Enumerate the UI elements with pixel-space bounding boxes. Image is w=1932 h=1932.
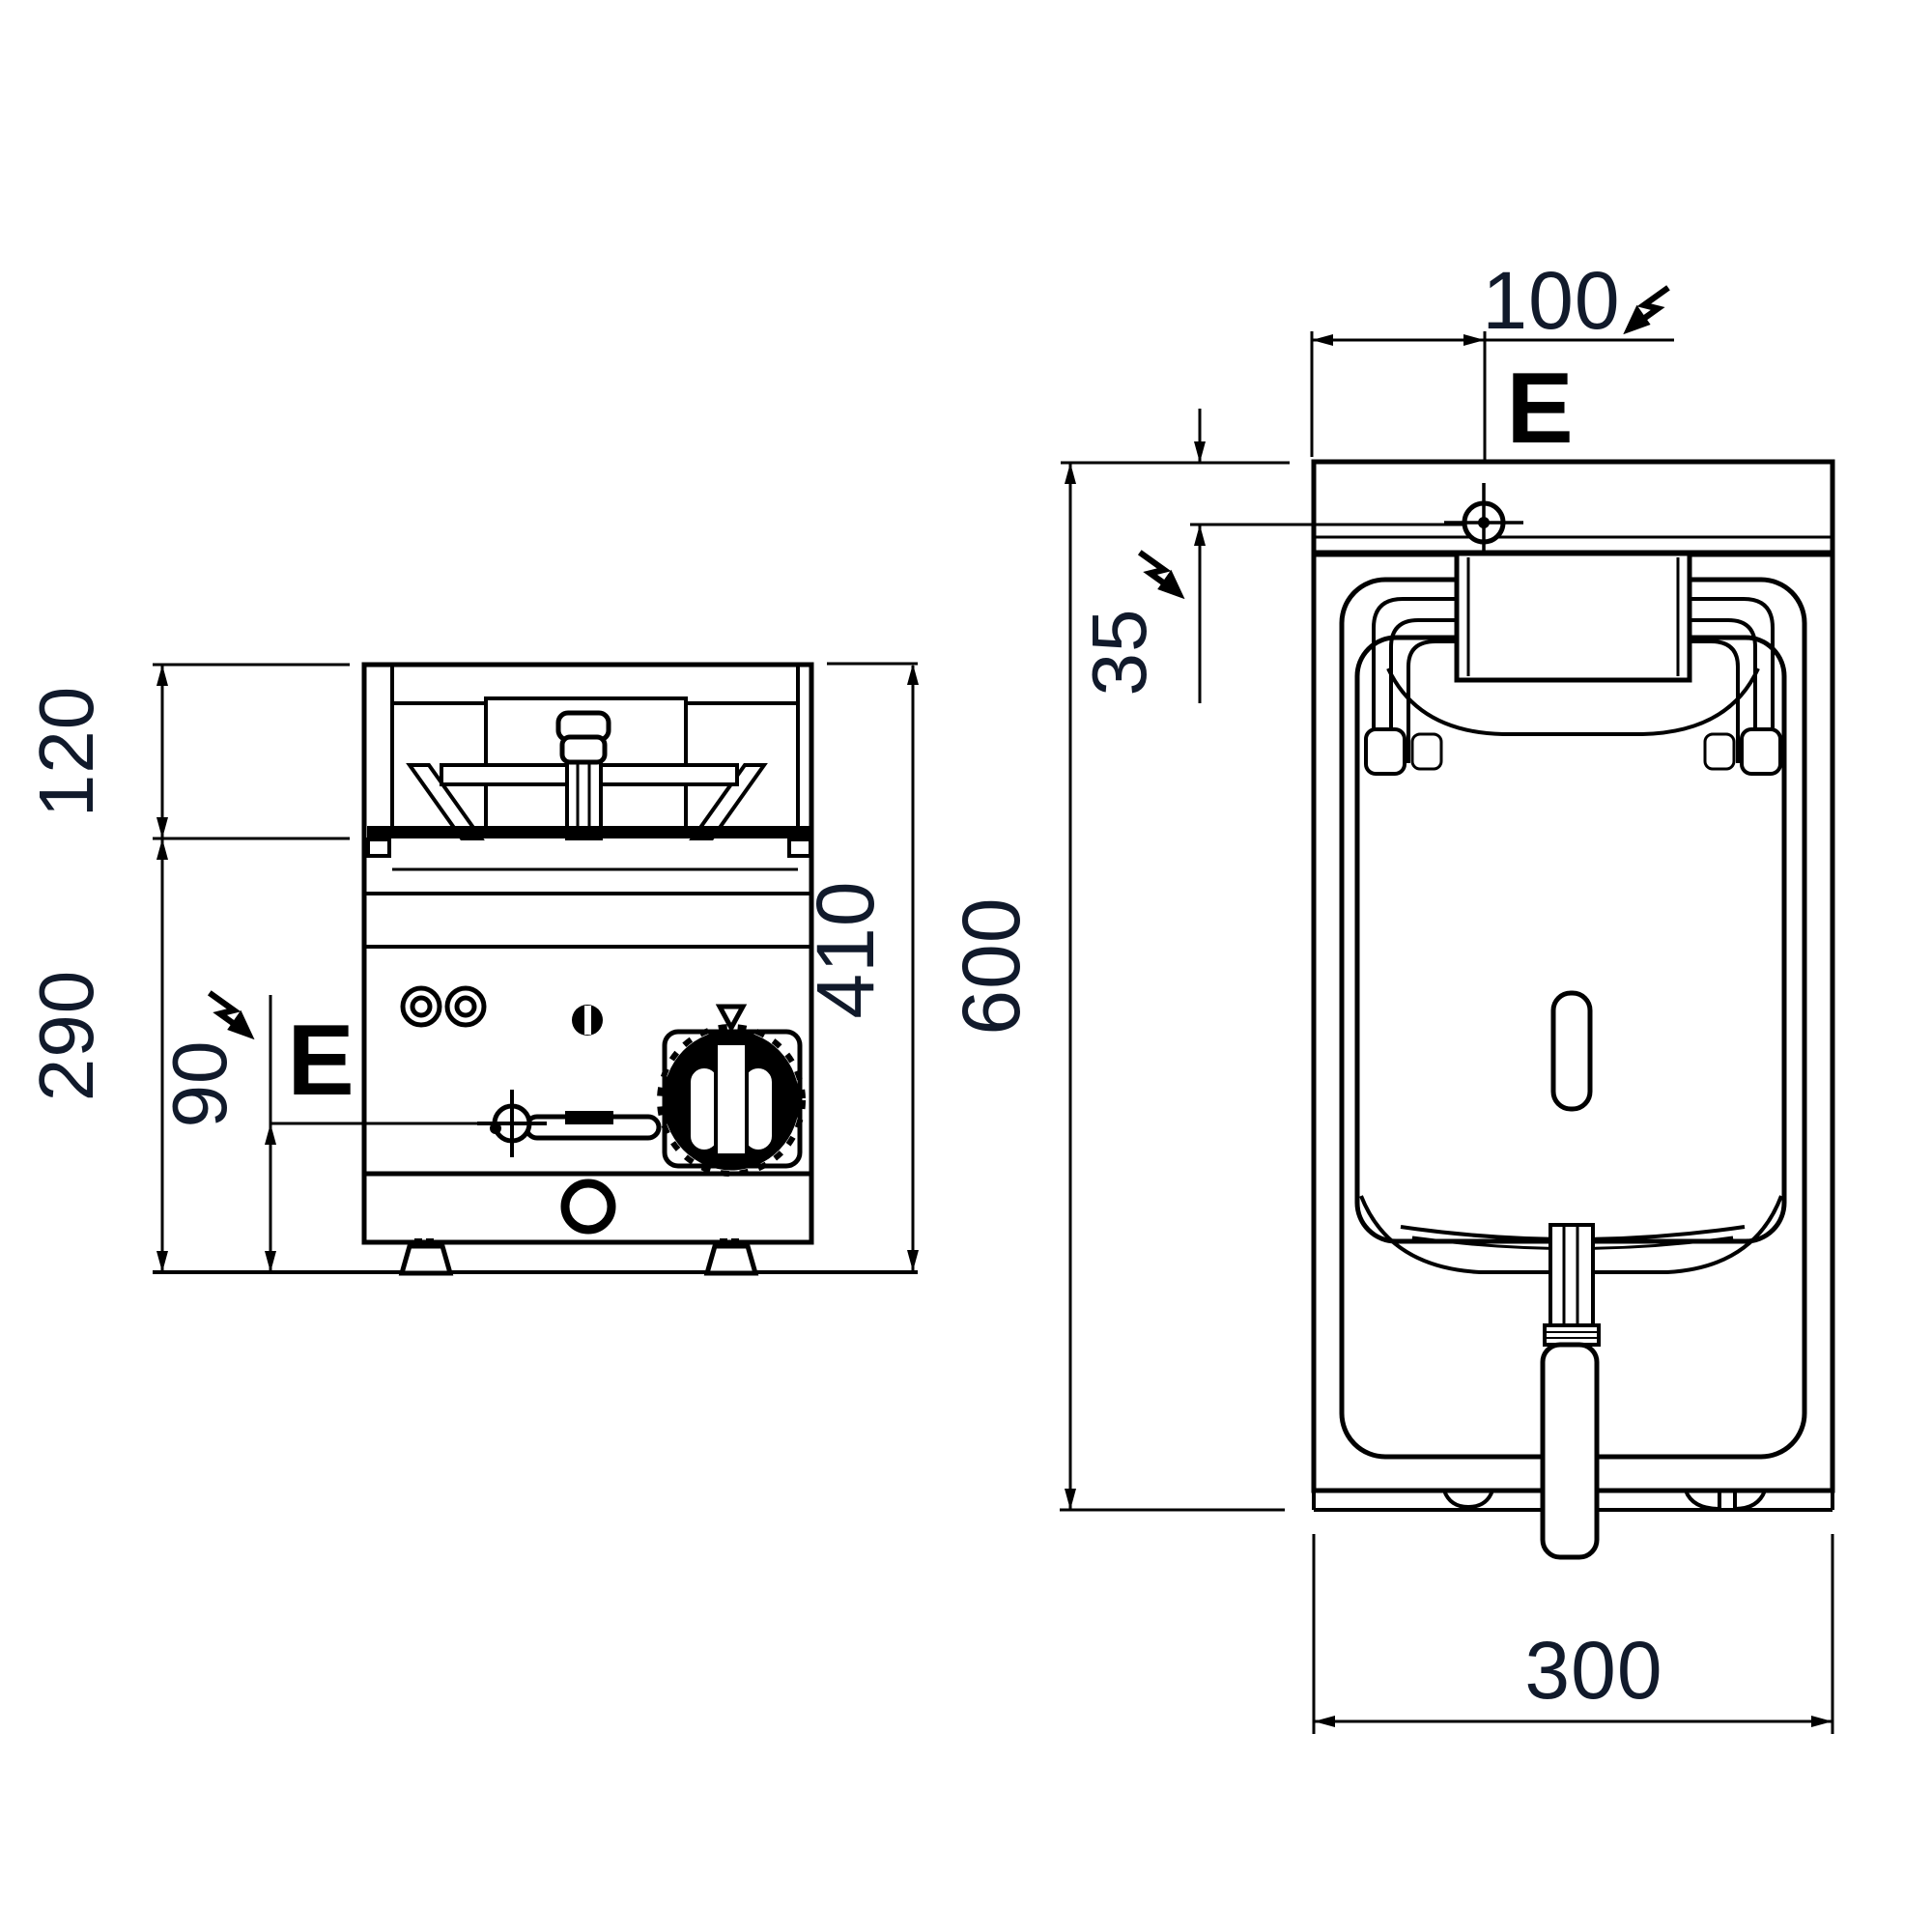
- lightning-icon: [1140, 553, 1183, 598]
- drain-outlet-icon: [560, 1179, 616, 1235]
- electric-connection-label: E: [1506, 353, 1573, 465]
- dim-label-120: 120: [23, 686, 109, 817]
- top-view: [1190, 459, 1835, 1560]
- foot-left: [398, 1238, 454, 1276]
- vat-rim: [366, 826, 812, 871]
- vat-front-arc: [1386, 668, 1760, 736]
- dim-line-410: [907, 664, 919, 1271]
- handle-grip: [1540, 1342, 1600, 1560]
- electric-connection-label: E: [287, 1005, 354, 1117]
- basket-hanger: [406, 710, 768, 840]
- dim-line-600: [1060, 463, 1285, 1512]
- dim-line-120-290: [156, 665, 168, 1272]
- basket-slot: [1550, 990, 1593, 1112]
- hanger-plate: [1454, 551, 1692, 683]
- foot-right: [1684, 1490, 1767, 1512]
- dim-label-300: 300: [1524, 1625, 1662, 1716]
- dim-label-100: 100: [1482, 255, 1620, 346]
- knob-pointer-icon: [715, 1004, 748, 1034]
- indicator-lamp-icon: [444, 985, 487, 1028]
- lightning-icon: [1625, 288, 1668, 333]
- indicator-lamp-icon: [400, 985, 442, 1028]
- hanger-bracket-top: [1364, 551, 1782, 776]
- basket-handle: [1540, 1223, 1601, 1560]
- dim-label-90: 90: [156, 1040, 242, 1128]
- front-view: [153, 662, 918, 1276]
- thermostat-knob: [657, 1004, 806, 1177]
- dim-line-100: [1310, 331, 1674, 462]
- dim-label-35: 35: [1076, 609, 1162, 696]
- top-dimensions: [1060, 288, 1834, 1734]
- dim-line-90: [265, 995, 495, 1272]
- lightning-icon: [210, 993, 253, 1038]
- dim-label-290: 290: [23, 970, 109, 1101]
- basket-outline: [1354, 635, 1787, 1244]
- dim-line-300: [1312, 1534, 1834, 1734]
- foot-right: [703, 1238, 759, 1276]
- foot-left: [1442, 1490, 1494, 1510]
- dim-line-35: [1061, 409, 1314, 703]
- basket-handle-grip-bottom: [559, 734, 608, 765]
- front-dimensions: [153, 662, 919, 1272]
- dim-label-600: 600: [946, 896, 1037, 1035]
- screw-icon: [572, 1005, 603, 1036]
- dim-label-410: 410: [800, 880, 891, 1018]
